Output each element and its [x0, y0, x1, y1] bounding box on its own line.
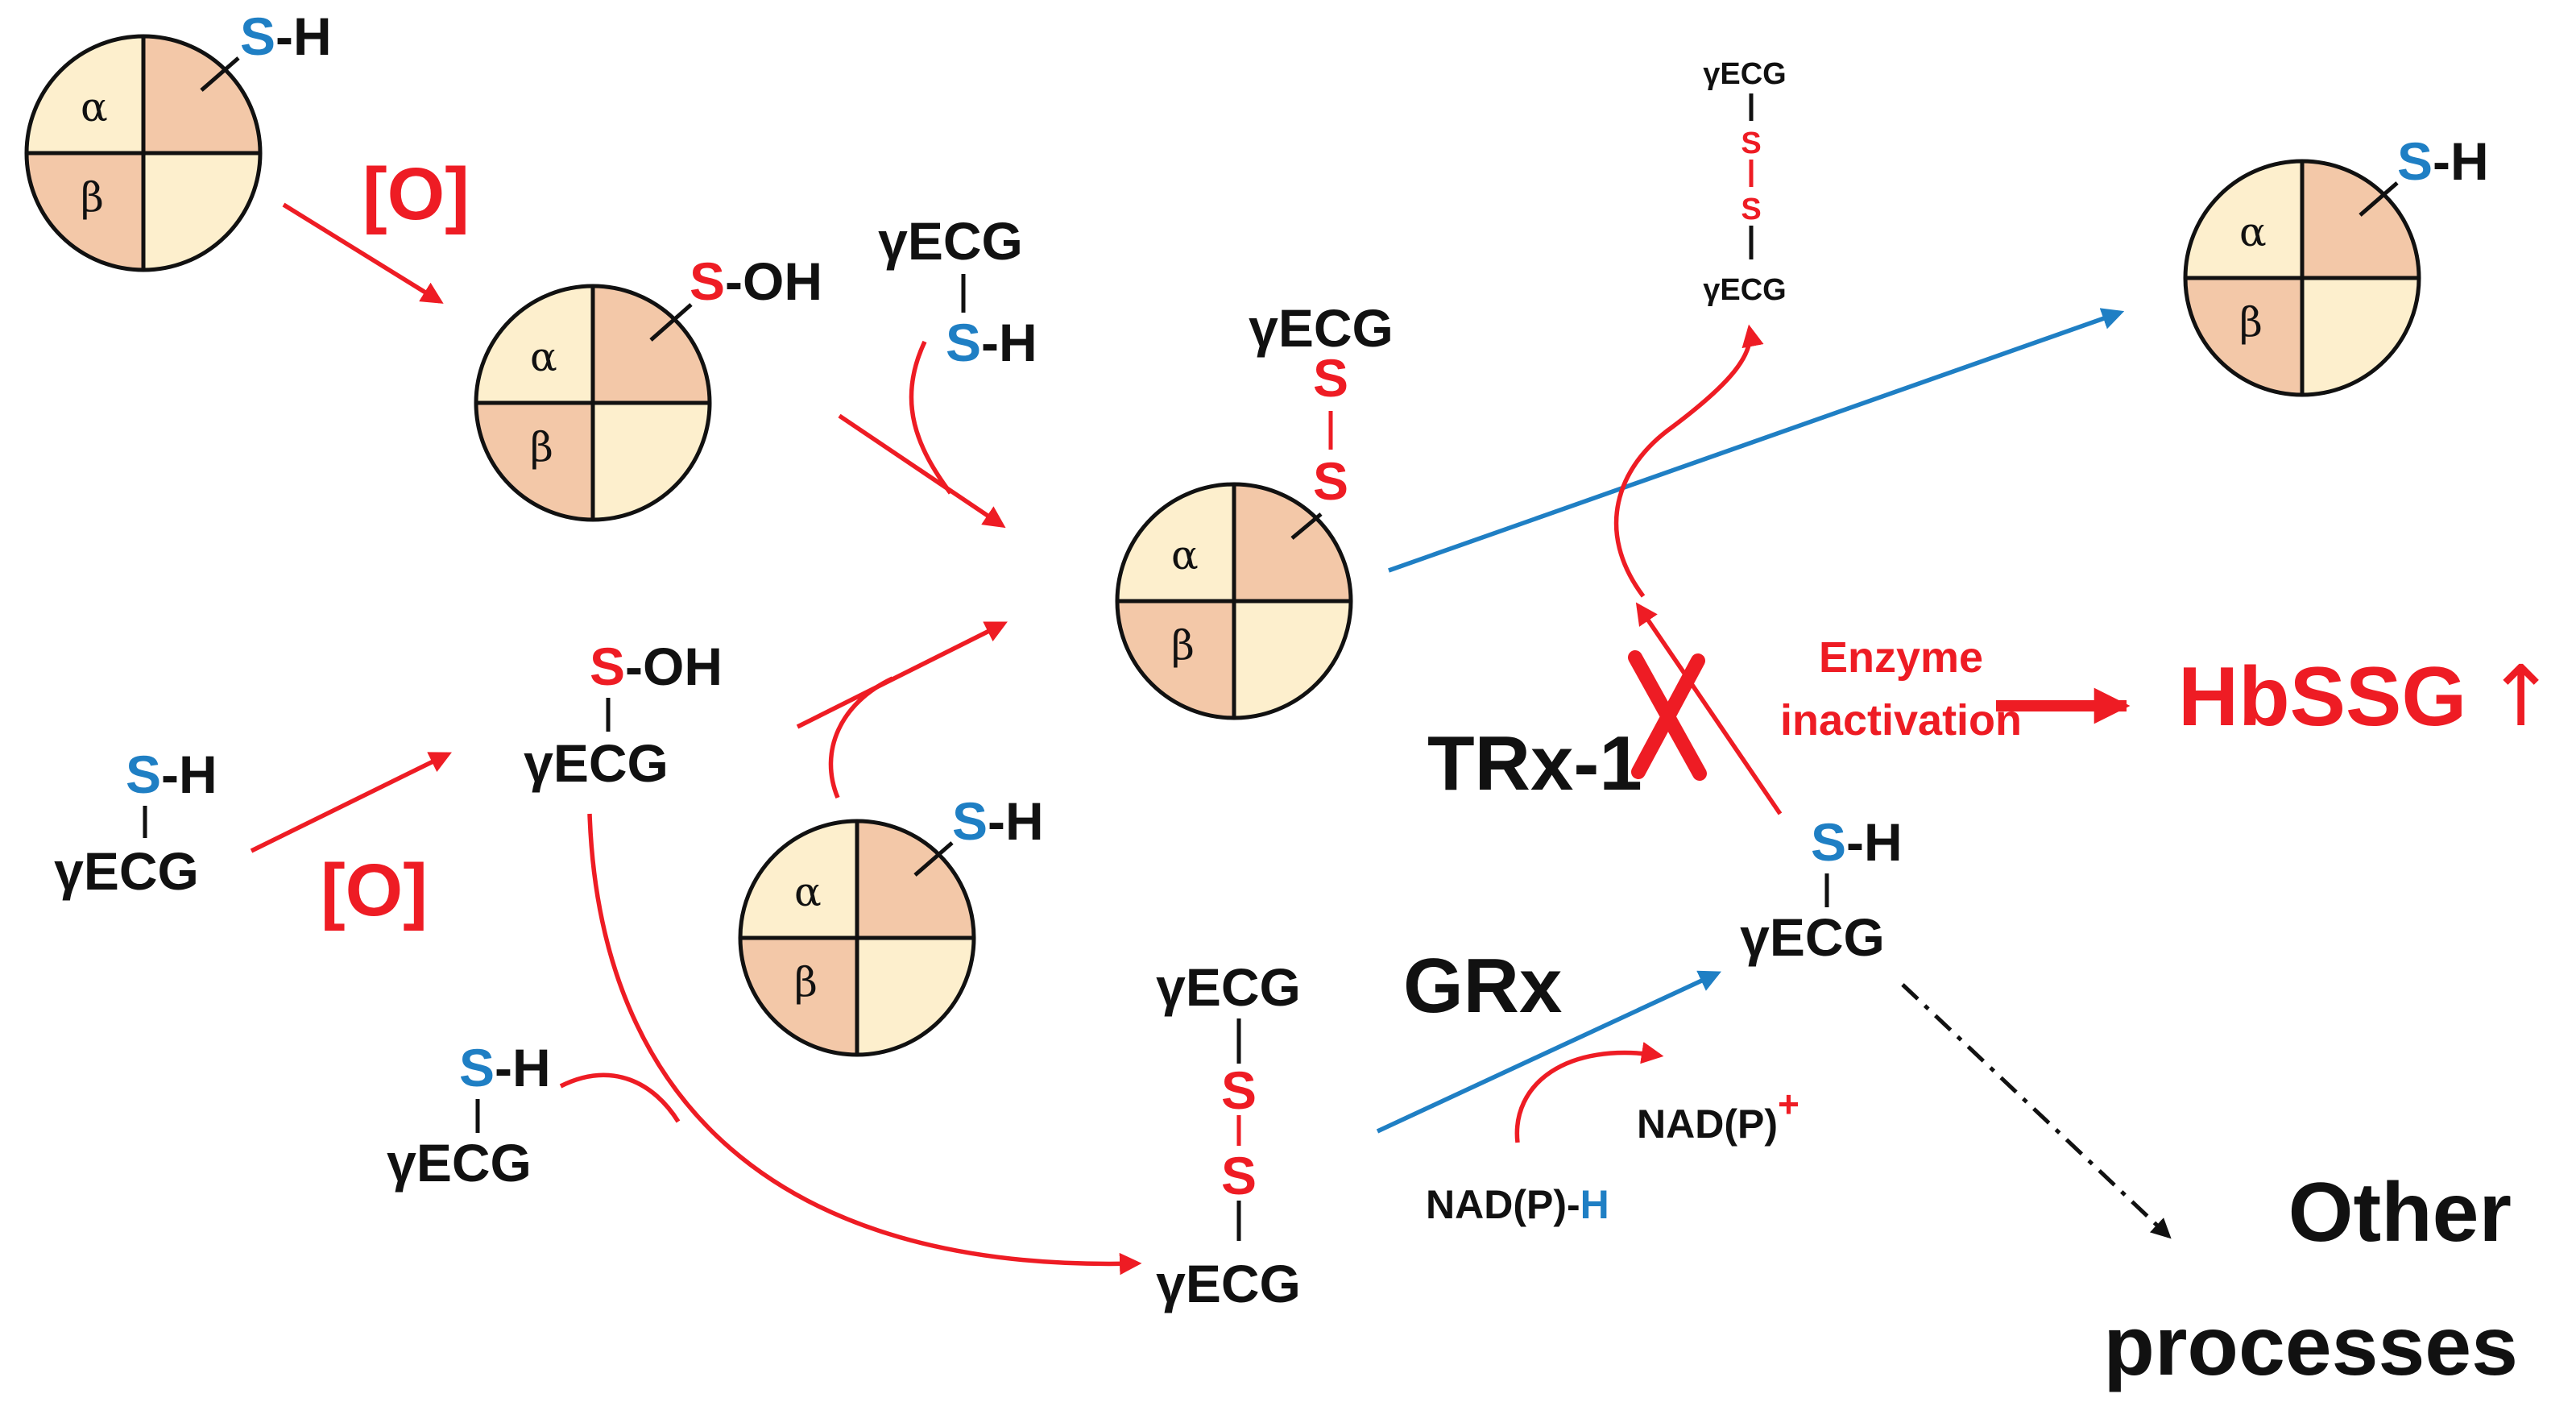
mixed-disulfide-s1: S [1313, 451, 1348, 511]
gsh-label: γECG [1740, 907, 1885, 967]
hemoglobin-reduced-bottom: α β S-H [738, 791, 1044, 1057]
beta-label: β [1171, 622, 1195, 669]
trx-path-arrow [1635, 602, 1783, 815]
other-processes-arrow [1901, 983, 2172, 1239]
gsh-label: γECG [1249, 298, 1394, 358]
gssg-formation-arrow [587, 813, 1142, 1276]
inactivation-line2: inactivation [1780, 696, 2022, 745]
alpha-label: α [1171, 532, 1199, 579]
mixed-disulfide-s2: S [1313, 348, 1348, 408]
other-processes-line1: Other [2288, 1166, 2512, 1259]
gsh-label: γECG [1703, 57, 1786, 91]
thiol-group: S-H [2397, 131, 2489, 191]
alpha-label: α [530, 334, 557, 380]
inactivation-line1: Enzyme [1819, 633, 1983, 682]
trx-1-label: TRx-1 [1427, 720, 1642, 807]
thiol-group: S-H [126, 745, 217, 804]
gsh-label: γECG [1156, 1254, 1301, 1313]
hb-quadrant [27, 153, 143, 270]
beta-label: β [81, 174, 104, 221]
hb-quadrant [143, 153, 260, 270]
gsh-label: γECG [387, 1133, 532, 1193]
oxidation-arrow-hb [282, 202, 444, 304]
trx-reduction-arrow [1388, 308, 2125, 573]
gssg-release-arrow [1613, 324, 1764, 598]
hbssg-label: HbSSG [2178, 650, 2466, 744]
increase-arrow-icon: ↑ [2486, 647, 2556, 745]
gsh-label: γECG [1703, 273, 1786, 307]
beta-label: β [2239, 299, 2263, 346]
grx-reduction-arrow [1376, 970, 1721, 1134]
glutathionylation-arrow-bottom [796, 621, 1008, 729]
oxidation-arrow-gsh [250, 752, 452, 853]
hemoglobin-sulfenic: α β S-OH [474, 251, 822, 522]
hemoglobin-regenerated: α β S-H [2183, 131, 2489, 397]
gsh-joining-curve [909, 340, 953, 495]
small-disulfide-s2: S [1741, 193, 1761, 226]
hb-quadrant [143, 36, 260, 153]
sulfenic-group: S-OH [690, 251, 822, 311]
alpha-label: α [81, 84, 108, 131]
alpha-label: α [794, 869, 822, 915]
nadp-oxidized: NAD(P)+ [1637, 1083, 1799, 1147]
inhibition-x-mark [1631, 653, 1705, 779]
beta-label: β [794, 959, 818, 1006]
gssg-disulfide-s1: S [1221, 1060, 1257, 1120]
beta-label: β [530, 424, 553, 471]
thiol-group: S-H [946, 313, 1037, 372]
gsh-label: γECG [524, 733, 669, 793]
grx-label: GRx [1403, 943, 1562, 1029]
hemoglobin-reduced-top-left: α β S-H [24, 6, 332, 272]
hb-joining-curve [828, 676, 894, 799]
hemoglobin-glutathionylated: α β [1115, 482, 1353, 720]
hb-quadrant [27, 36, 143, 153]
sulfenic-group: S-OH [590, 637, 723, 696]
other-processes-line2: processes [2103, 1300, 2518, 1393]
thiol-group: S-H [1811, 812, 1903, 872]
gsh-label: γECG [878, 211, 1023, 271]
glutathionylation-arrow-top [838, 413, 1006, 529]
gsh-label: γECG [1156, 957, 1301, 1017]
thiol-group: S-H [952, 791, 1044, 851]
gssg-disulfide-s2: S [1221, 1146, 1257, 1205]
small-disulfide-s1: S [1741, 127, 1761, 160]
gsh-joining-curve-lower [559, 1072, 681, 1123]
nadph-reduced: NAD(P)-H [1426, 1182, 1609, 1227]
gsh-label: γECG [54, 841, 199, 901]
alpha-label: α [2239, 209, 2267, 255]
oxidant-label-bottom: [O] [321, 849, 428, 931]
oxidant-label-top: [O] [362, 153, 470, 235]
thiol-group: S-H [459, 1038, 551, 1097]
cofactor-arrow [1514, 1042, 1664, 1143]
thiol-group: S-H [240, 6, 332, 66]
